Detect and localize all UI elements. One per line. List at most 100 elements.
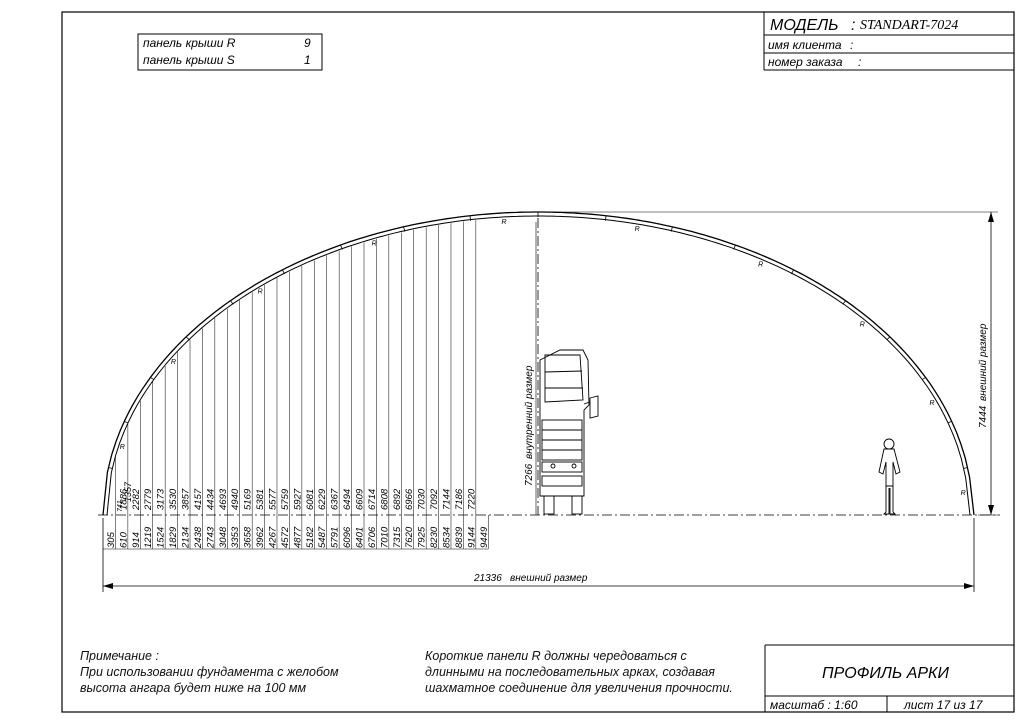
station-x-label: 1524: [156, 527, 167, 548]
model-label: МОДЕЛЬ: [770, 17, 839, 34]
title-block-top: МОДЕЛЬ : STANDART-7024 имя клиента : ном…: [763, 12, 1014, 71]
overall-width-dimension: 21336 внешний размер: [102, 518, 975, 592]
station-height-label: 7220: [466, 488, 477, 510]
station-height-label: 4157: [193, 488, 204, 510]
station-height-label: 6609: [355, 488, 366, 510]
client-label: имя клиента: [768, 38, 842, 52]
arch-panel-joint: [124, 420, 129, 424]
arch-panel-joint: [947, 420, 952, 424]
outer-height-label: внешний размер: [978, 323, 989, 401]
arch-panel-joint: [469, 215, 471, 221]
station-height-label: 4434: [205, 489, 216, 510]
station-x-label: 914: [131, 532, 142, 548]
station-x-label: 7315: [392, 526, 403, 548]
arch-panel-joint: [150, 377, 155, 381]
station-x-label: 1219: [143, 526, 154, 548]
station-height-label: 2779: [143, 488, 154, 511]
station-x-label: 4267: [267, 526, 278, 548]
arch-panel-joint: [108, 467, 113, 469]
svg-text::: :: [851, 17, 855, 34]
sheet-label: лист 17 из 17: [903, 698, 984, 712]
station-x-label: 6401: [355, 527, 366, 548]
panel-r-label: панель крыши R: [143, 36, 236, 50]
arch-panel-joint: [403, 226, 406, 232]
station-height-label: 7030: [417, 488, 428, 510]
station-x-label: 5182: [305, 526, 316, 548]
svg-text::: :: [858, 55, 861, 69]
outer-height-value: 7444: [978, 405, 989, 428]
station-x-label: 7620: [404, 526, 415, 548]
note-right: Короткие панели R должны чередоваться с …: [425, 648, 733, 696]
station-x-label: 9449: [479, 526, 490, 548]
station-height-label: 5381: [255, 489, 266, 510]
inner-height-dimension: 7266 внутренний размер: [524, 222, 537, 515]
station-height-label: 3530: [168, 488, 179, 510]
station-x-label: 3658: [243, 526, 254, 548]
station-x-label: 5487: [317, 526, 328, 548]
arch-panel-mark: R: [372, 240, 377, 247]
station-x-label: 610: [118, 531, 129, 548]
arch-panel-joint: [340, 244, 343, 250]
station-height-label: 6808: [379, 488, 390, 510]
overall-width-label: внешний размер: [510, 573, 588, 584]
station-x-label: 3048: [218, 526, 229, 548]
inner-height-value: 7266: [524, 463, 535, 486]
station-x-label: 8230: [429, 526, 440, 548]
svg-text::: :: [850, 38, 853, 52]
station-height-label: 3857: [181, 488, 192, 510]
panel-table: панель крыши R 9 панель крыши S 1: [137, 33, 323, 71]
panel-s-qty: 1: [304, 53, 311, 67]
panel-r-qty: 9: [304, 36, 311, 50]
note-left: Примечание : При использовании фундамент…: [80, 648, 339, 696]
outer-height-dimension: 7444 внешний размер: [545, 211, 998, 516]
note-left-line-2: высота ангара будет ниже на 100 мм: [80, 681, 307, 695]
station-x-label: 305: [106, 531, 117, 548]
station-x-label: 8839: [454, 526, 465, 548]
station-height-label: 6966: [404, 488, 415, 510]
station-x-label: 7010: [379, 526, 390, 548]
station-lines: [103, 220, 489, 550]
station-x-label: 2134: [181, 527, 192, 549]
sheet-frame: [61, 11, 1015, 713]
first-height-label: 1357: [123, 481, 133, 502]
overall-width-value: 21336: [473, 573, 502, 584]
arch-panel-mark: R: [501, 219, 506, 226]
station-height-label: 6367: [330, 488, 341, 510]
station-labels: 3051886610228291427791219317315243530182…: [106, 488, 490, 549]
station-x-label: 2743: [205, 526, 216, 549]
station-height-label: 4693: [218, 488, 229, 510]
arch-panel-mark: R: [860, 321, 865, 328]
station-x-label: 1829: [168, 526, 179, 548]
station-height-label: 7092: [429, 488, 440, 510]
station-height-label: 7186: [454, 488, 465, 510]
station-x-label: 2438: [193, 526, 204, 549]
arch-panel-joint: [790, 269, 795, 275]
station-x-label: 4877: [292, 526, 303, 548]
station-height-label: 5169: [243, 488, 254, 510]
station-height-label: 2282: [131, 488, 142, 511]
station-height-label: 6714: [367, 489, 378, 510]
note-right-line-2: длинными на последовательных арках, созд…: [425, 665, 715, 679]
arch-panel-joint: [921, 377, 926, 381]
station-x-label: 3962: [255, 526, 266, 548]
arch-panel-joint: [670, 226, 673, 232]
station-x-label: 4572: [280, 526, 291, 548]
arch-panel-joint: [185, 336, 190, 341]
note-heading: Примечание :: [80, 649, 159, 663]
order-label: номер заказа: [768, 55, 843, 69]
small-offset-label: 741: [117, 500, 124, 512]
arch-panel-mark: R: [171, 359, 176, 366]
station-x-label: 6096: [342, 526, 353, 548]
arch-panel-mark: R: [929, 400, 934, 407]
station-x-label: 9144: [466, 527, 477, 548]
arch-panel-mark: R: [258, 289, 263, 296]
arch-panel-joint: [605, 215, 607, 221]
arch-panel-mark: R: [120, 444, 125, 451]
truck-illustration: [539, 349, 599, 515]
station-height-label: 5577: [267, 488, 278, 510]
note-left-line-1: При использовании фундамента с желобом: [80, 665, 339, 679]
arch-panel-mark: R: [758, 261, 763, 268]
station-height-label: 3173: [156, 488, 167, 510]
station-height-label: 6229: [317, 488, 328, 510]
